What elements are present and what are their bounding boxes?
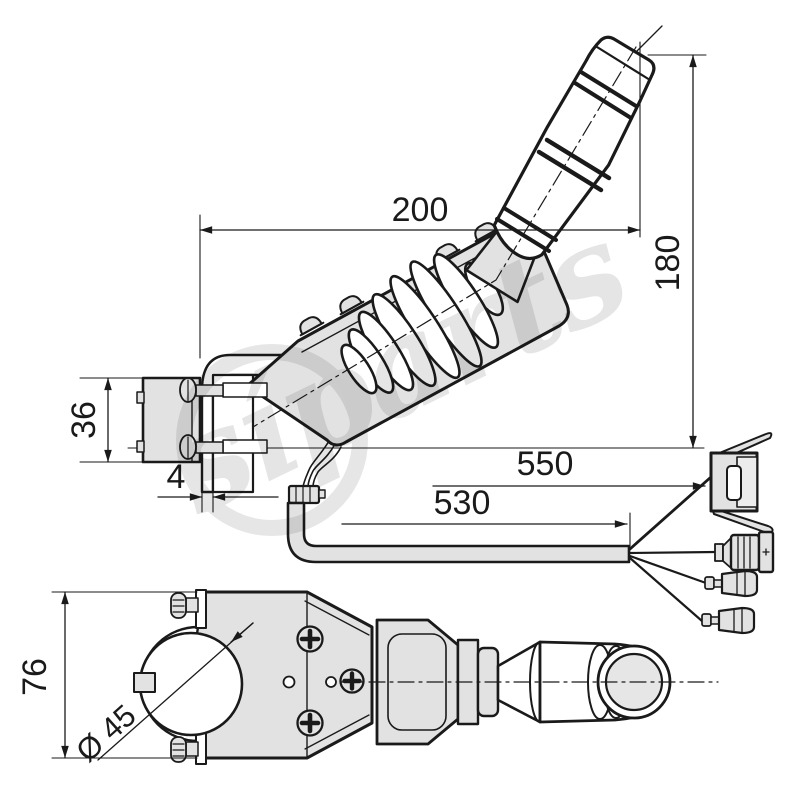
dim-label-36: 36 [65,401,103,439]
watermark-stamp-ring [176,344,368,536]
leader-arrow [230,622,254,643]
dimension-200: 200 [199,25,663,359]
dim-label-550: 550 [517,445,574,483]
wire-to-spade-terminal-1 [628,554,708,585]
spade-terminal-2 [701,606,756,635]
plate-hole [325,676,337,688]
wire-to-relay-connector [628,475,713,551]
dimension-76: 76 [16,591,198,759]
dimension-180: 180 [647,54,707,449]
ferrule-nub [318,489,326,499]
block-tab [136,440,145,453]
bullet-plus-mark [762,548,770,556]
phillips-screw [339,668,365,694]
connector-slot [726,465,742,501]
plate-hole [282,675,296,689]
watermark: síparts [143,192,649,545]
bellows-boot [340,253,505,395]
bracket-slots [222,382,268,454]
extension-tick [635,25,663,53]
body-screw [299,316,325,337]
handle-cap-line [595,45,652,82]
watermark-text: síparts [143,192,649,545]
block-tab [136,391,145,404]
body-screw [339,295,365,316]
dim-label-200: 200 [392,191,449,229]
wire-bundle [302,440,342,488]
clamp-bolt-bottom [170,725,207,765]
clamp-anti-rotation-tab [133,672,156,693]
bellows-rib [340,343,378,395]
cable [286,501,631,564]
spade-terminal-1 [704,569,759,598]
phillips-screw [296,625,324,653]
dimension-550: 550 [432,445,706,490]
leader-line [97,622,254,761]
relay-connector [709,432,774,535]
dimension-36: 36 [65,377,144,463]
plate-bend-line [304,600,370,636]
wire-to-bullet-connector [628,550,718,555]
bottom-view: 76 Ø 45 [16,589,719,769]
plate-bend-line [304,714,370,750]
wire-to-spade-terminal-2 [628,556,704,623]
handle-center-line [252,46,637,428]
bullet-connector [714,530,775,574]
clamp-bolt-top [170,589,207,629]
connector-wires [628,475,718,623]
dim-label-76: 76 [16,658,54,696]
dimension-530: 530 [341,484,631,547]
joystick-handle [252,35,656,428]
dim-label-180: 180 [649,235,687,292]
phillips-screw [296,709,324,737]
dim-label-530: 530 [434,484,491,522]
cable-ferrule [287,484,326,505]
plate-phillips-screws [282,625,365,737]
